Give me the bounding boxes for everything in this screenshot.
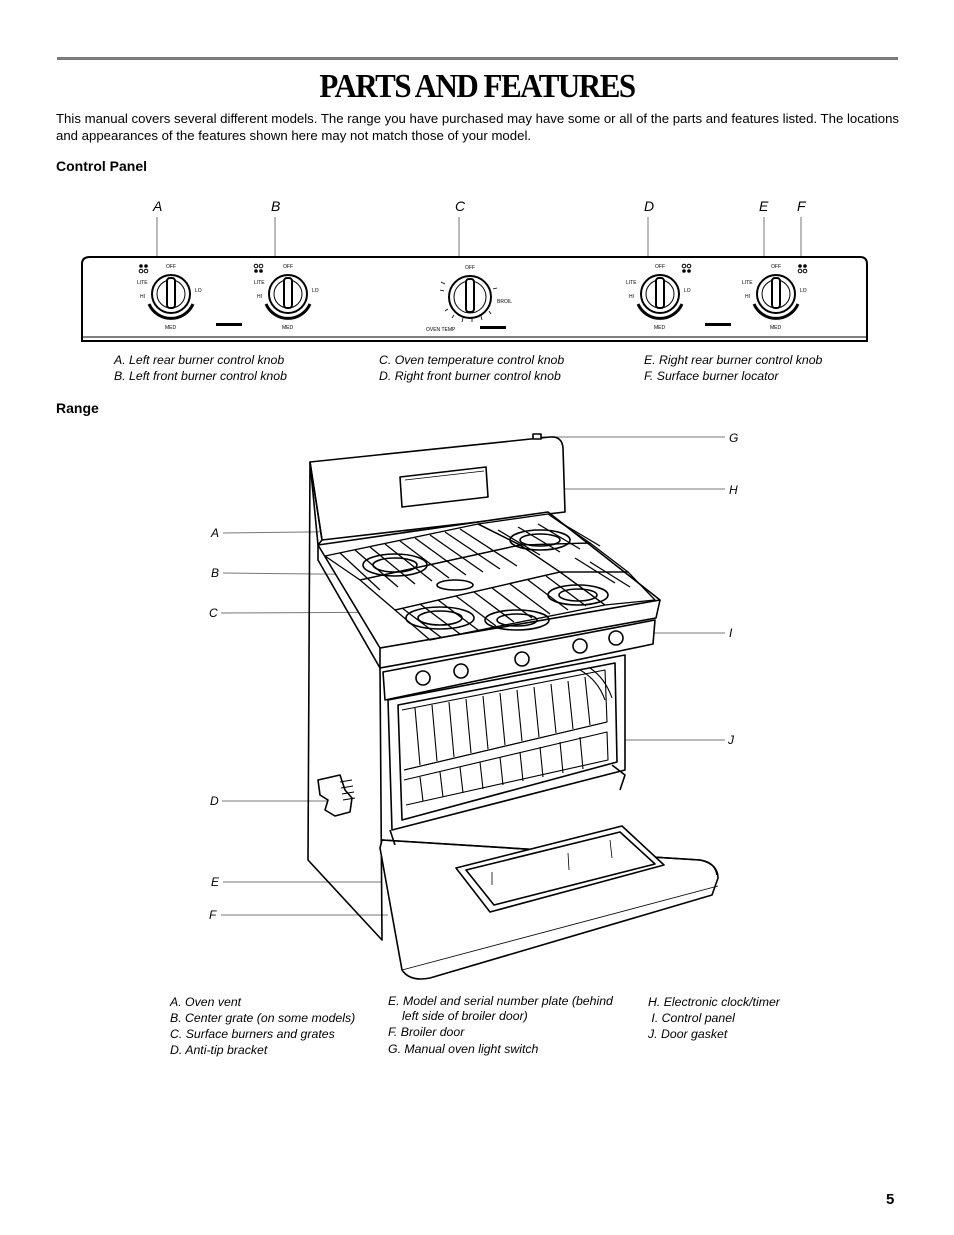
knob-a-hi: HI bbox=[140, 294, 145, 300]
knob-b-hi: HI bbox=[257, 294, 262, 300]
oven-temp-ticks bbox=[439, 281, 498, 323]
panel-letter-f: F bbox=[797, 198, 806, 214]
range-illustration bbox=[220, 433, 725, 980]
control-panel-illustration: OFF LITE HI LO MED OFF LITE HI LO MED OF… bbox=[81, 217, 868, 342]
knob-b-off: OFF bbox=[283, 264, 293, 270]
caption-d: D. Right front burner control knob bbox=[379, 369, 561, 383]
caption-surface-burners: C. Surface burners and grates bbox=[170, 1027, 335, 1041]
range-letter-e: E bbox=[211, 875, 220, 889]
range-heading: Range bbox=[56, 400, 99, 416]
knob-e-hi: HI bbox=[745, 294, 750, 300]
knob-e-off: OFF bbox=[771, 264, 781, 270]
range-letter-c: C bbox=[209, 606, 218, 620]
page-number: 5 bbox=[886, 1191, 895, 1208]
knob-a-med: MED bbox=[165, 325, 177, 331]
caption-a: A. Left rear burner control knob bbox=[114, 353, 285, 367]
range-captions-col3: H. Electronic clock/timer I. Control pan… bbox=[648, 994, 780, 1042]
knob-a-lite: LITE bbox=[137, 280, 148, 286]
knob-b-lite: LITE bbox=[254, 280, 265, 286]
caption-control-panel: I. Control panel bbox=[648, 1011, 735, 1025]
range-captions-col2: E. Model and serial number plate (behind… bbox=[388, 994, 613, 1056]
burner-locator-icons bbox=[138, 263, 808, 274]
caption-e: E. Right rear burner control knob bbox=[644, 353, 823, 367]
oven-temperature-knob bbox=[448, 275, 492, 319]
knob-c-off: OFF bbox=[465, 265, 475, 271]
caption-door-gasket: J. Door gasket bbox=[648, 1027, 728, 1041]
right-front-knob bbox=[636, 274, 684, 320]
caption-c: C. Oven temperature control knob bbox=[379, 353, 565, 367]
range-letter-g: G bbox=[729, 431, 739, 445]
knob-a-lo: LO bbox=[195, 288, 202, 294]
knob-d-med: MED bbox=[654, 325, 666, 331]
caption-clock-timer: H. Electronic clock/timer bbox=[648, 995, 780, 1009]
top-rule bbox=[57, 57, 898, 60]
panel-letter-e: E bbox=[759, 198, 769, 214]
left-front-knob bbox=[264, 274, 312, 320]
range-letter-f: F bbox=[209, 908, 217, 922]
page-title: PARTS AND FEATURES bbox=[319, 66, 636, 105]
knob-d-lite: LITE bbox=[626, 280, 637, 286]
knob-d-lo: LO bbox=[684, 288, 691, 294]
left-rear-knob bbox=[147, 274, 195, 320]
caption-center-grate: B. Center grate (on some models) bbox=[170, 1011, 356, 1025]
caption-model-plate-cont: left side of broiler door) bbox=[402, 1008, 528, 1023]
knob-d-hi: HI bbox=[629, 294, 634, 300]
caption-f: F. Surface burner locator bbox=[644, 369, 779, 383]
knob-e-med: MED bbox=[770, 325, 782, 331]
range-captions-col1: A. Oven vent B. Center grate (on some mo… bbox=[170, 994, 355, 1058]
caption-broiler-door: F. Broiler door bbox=[388, 1025, 465, 1039]
panel-letter-d: D bbox=[644, 198, 655, 214]
caption-oven-vent: A. Oven vent bbox=[170, 995, 242, 1009]
right-rear-knob bbox=[752, 274, 800, 320]
knob-b-lo: LO bbox=[312, 288, 319, 294]
knob-b-med: MED bbox=[282, 325, 294, 331]
panel-letter-b: B bbox=[271, 198, 281, 214]
range-letter-i: I bbox=[729, 626, 733, 640]
range-letter-b: B bbox=[211, 566, 220, 580]
intro-paragraph: This manual covers several different mod… bbox=[56, 111, 899, 143]
range-letter-j: J bbox=[728, 733, 734, 747]
caption-b: B. Left front burner control knob bbox=[114, 369, 287, 383]
panel-captions-col2: C. Oven temperature control knob D. Righ… bbox=[379, 352, 564, 384]
knob-d-off: OFF bbox=[655, 264, 665, 270]
range-letter-h: H bbox=[729, 483, 738, 497]
panel-captions-col1: A. Left rear burner control knob B. Left… bbox=[114, 352, 287, 384]
knob-a-off: OFF bbox=[166, 264, 176, 270]
knob-e-lite: LITE bbox=[742, 280, 753, 286]
caption-light-switch: G. Manual oven light switch bbox=[388, 1041, 539, 1056]
knob-e-lo: LO bbox=[800, 288, 807, 294]
range-letter-a: A bbox=[211, 526, 220, 540]
range-letter-d: D bbox=[210, 794, 219, 808]
knob-c-broil: BROIL bbox=[497, 299, 512, 305]
panel-captions-col3: E. Right rear burner control knob F. Sur… bbox=[644, 352, 822, 384]
knob-c-oven-temp: OVEN TEMP bbox=[426, 327, 456, 333]
panel-letter-a: A bbox=[153, 198, 163, 214]
caption-model-plate: E. Model and serial number plate (behind bbox=[388, 994, 613, 1008]
caption-anti-tip: D. Anti-tip bracket bbox=[170, 1043, 268, 1057]
panel-letter-c: C bbox=[455, 198, 466, 214]
control-panel-heading: Control Panel bbox=[56, 158, 148, 174]
